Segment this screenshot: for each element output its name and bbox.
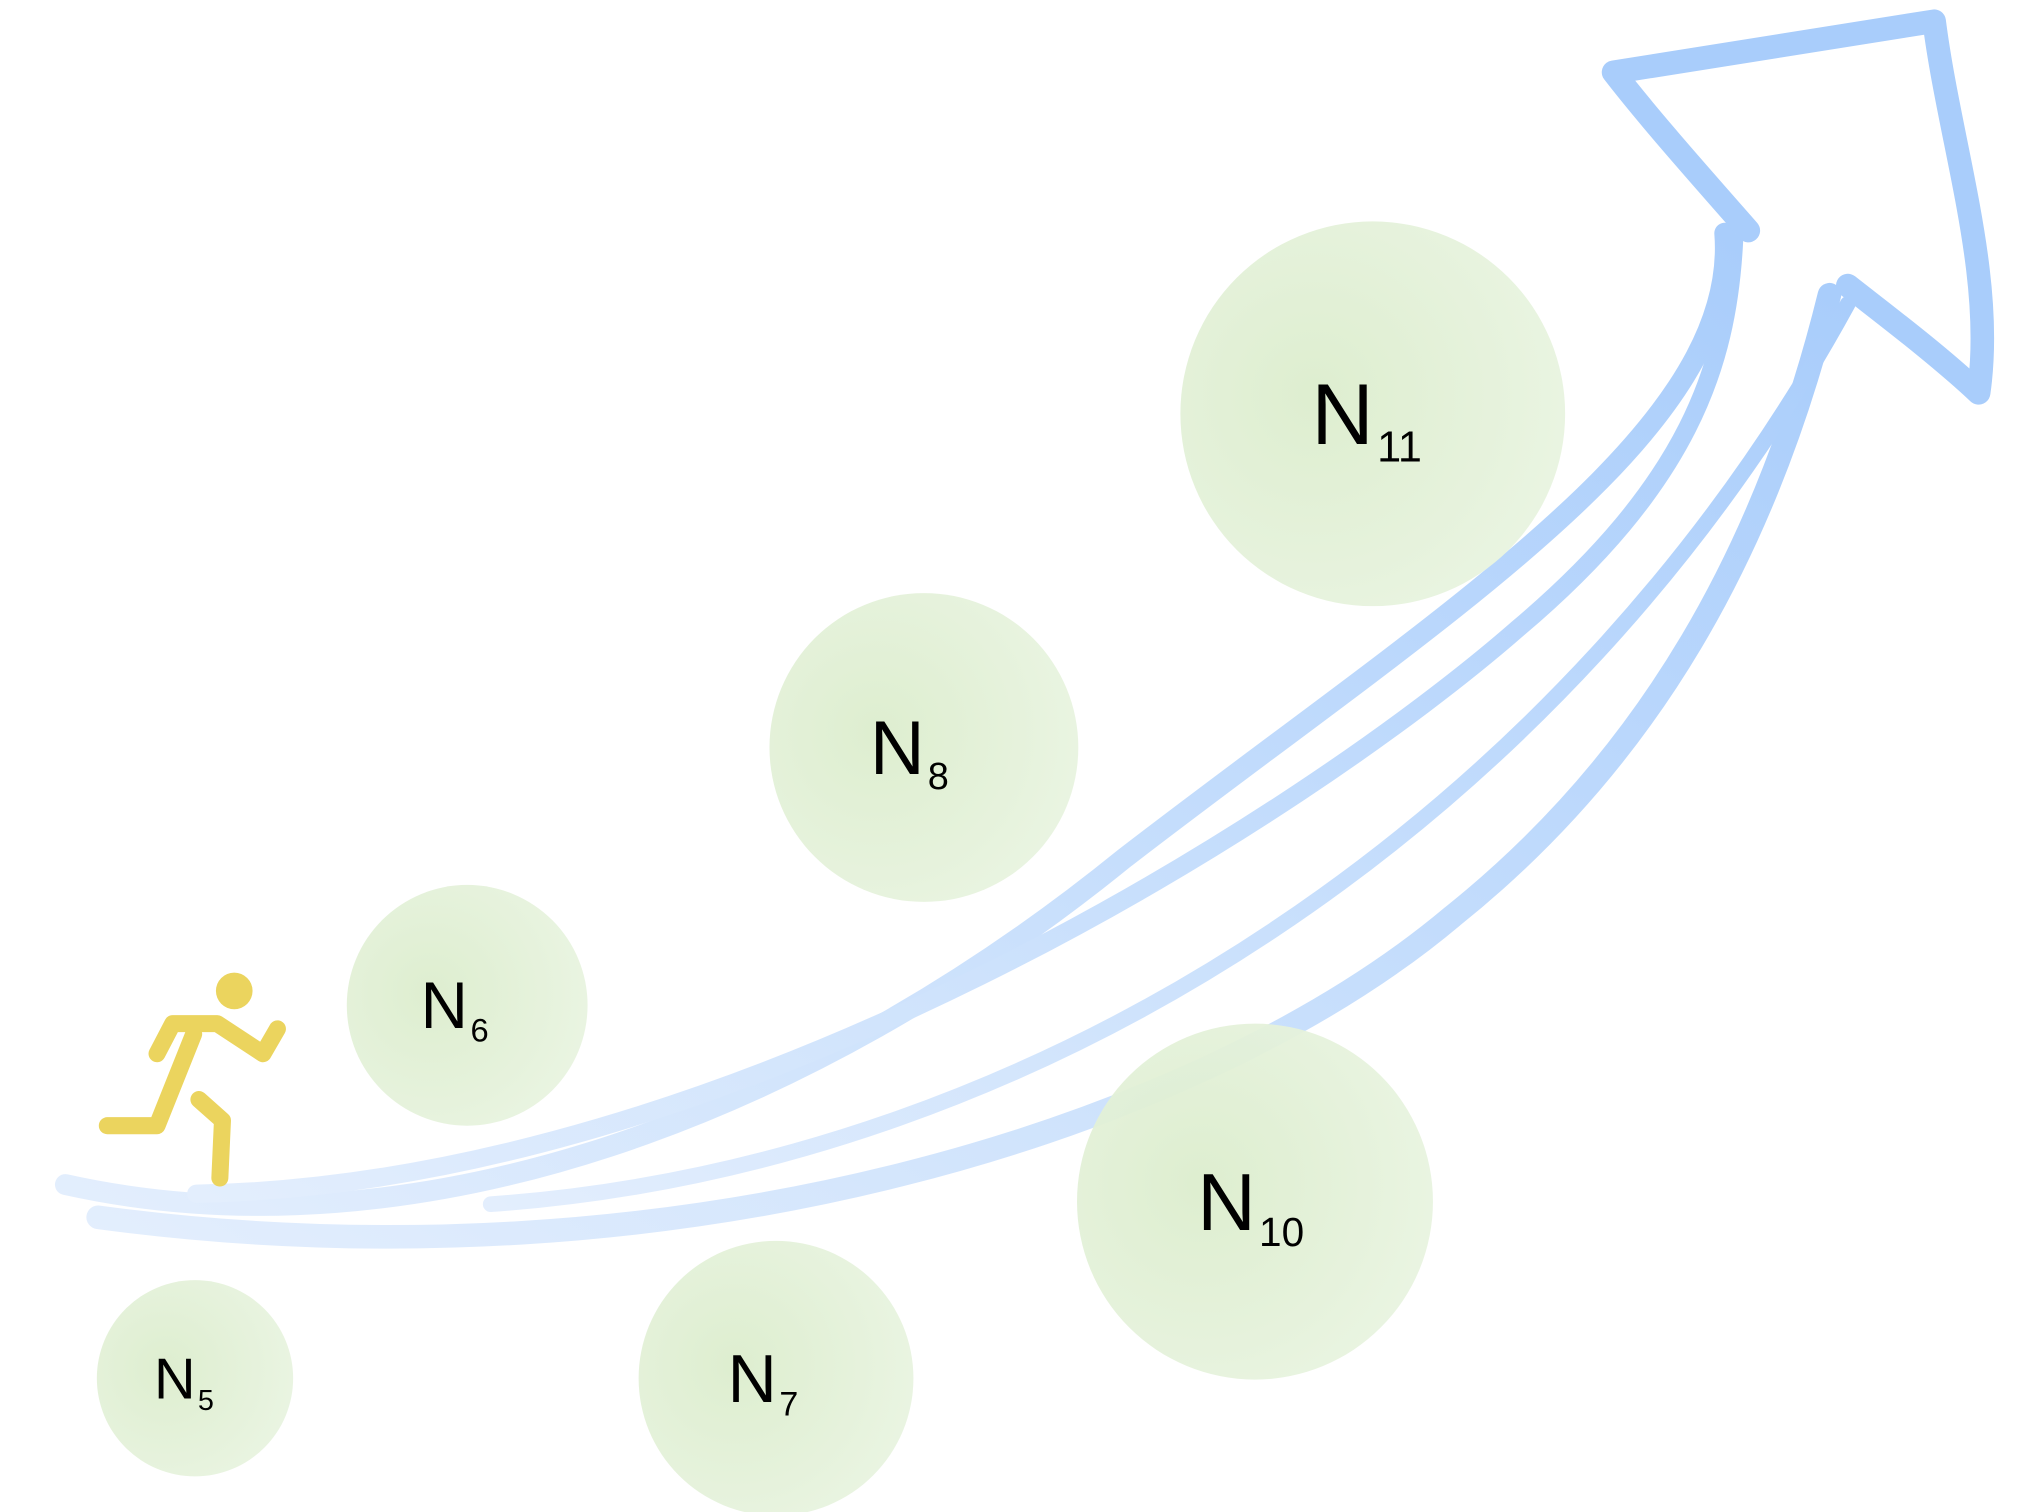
node-circle xyxy=(1077,1023,1433,1380)
node-subscript: 8 xyxy=(928,756,949,798)
node-label: N xyxy=(1311,367,1373,463)
arrow-upper-stroke xyxy=(54,222,1736,1216)
arrow xyxy=(54,9,1995,1249)
node-label: N xyxy=(1197,1158,1256,1248)
node-subscript: 10 xyxy=(1259,1209,1304,1255)
node-label: N xyxy=(421,969,468,1042)
node-label: N xyxy=(870,706,925,791)
node-subscript: 7 xyxy=(779,1386,798,1424)
arrow-inner-stroke xyxy=(187,233,1744,1203)
node-label: N xyxy=(154,1347,196,1411)
node-circle xyxy=(1180,221,1566,607)
node-subscript: 11 xyxy=(1377,423,1422,471)
node-circle xyxy=(638,1240,914,1512)
node-label: N xyxy=(728,1341,777,1417)
arrow-lower-inner xyxy=(482,296,1856,1213)
arrow-lower-stroke xyxy=(86,282,1842,1249)
node-subscript: 6 xyxy=(470,1011,488,1048)
running-person-icon xyxy=(98,972,286,1187)
node-subscript: 5 xyxy=(198,1385,214,1417)
node-circle xyxy=(96,1280,294,1477)
arrow-head xyxy=(1601,9,1995,405)
node-circle xyxy=(346,884,588,1126)
node-circle xyxy=(769,593,1079,902)
